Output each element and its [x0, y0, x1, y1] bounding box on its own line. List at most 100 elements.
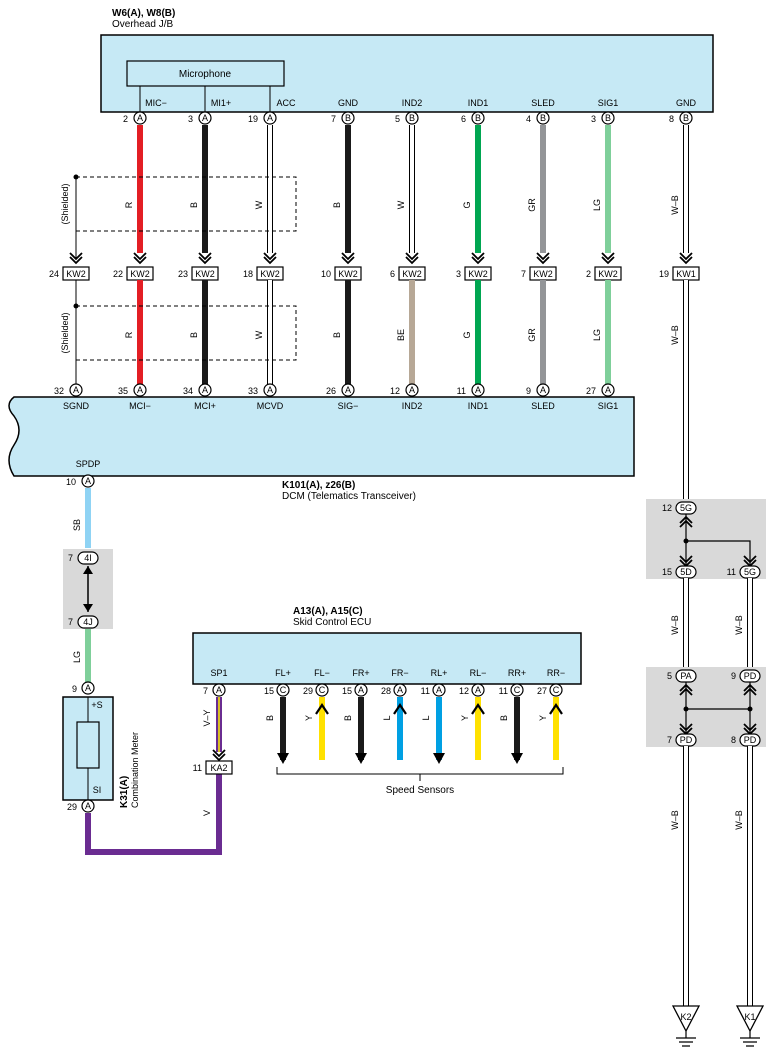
dcm-box: [8, 396, 635, 477]
ojb-pin-num-5: 6: [461, 114, 466, 124]
lower-wire-code-1: B: [189, 332, 199, 338]
skid-pin-num-2: 15: [342, 686, 352, 696]
junction-arrow-1: [133, 252, 147, 265]
junction-arrow-9: [679, 252, 693, 265]
spd-conn-4i: [77, 551, 99, 565]
lower-wire-code-6: GR: [527, 328, 537, 342]
junction-arrow-0: [69, 252, 83, 265]
skid-pin-wire-code-6: B: [499, 715, 509, 721]
ojb-pin-num-4: 5: [395, 114, 400, 124]
skid-pin-label-5: RL−: [470, 668, 487, 678]
ground-splice1-dot: [683, 538, 689, 544]
meter-pin-top-conn-letter: A: [85, 683, 91, 693]
dcm-pin-conn-6: [471, 383, 485, 397]
ground-splice1-right-text: 5G: [744, 567, 756, 577]
ojb-pin-label-0: MIC−: [145, 98, 167, 108]
skid-ecu-id: A13(A), A15(C): [293, 606, 363, 617]
ojb-pin-num-2: 19: [248, 114, 258, 124]
ojb-pin-conn-6: [536, 111, 550, 125]
skid-pin-arrow-3: [393, 703, 407, 715]
junction-conn-num-7: 7: [521, 269, 526, 279]
spd-conn-4j: [77, 615, 99, 629]
junction-conn-name-6: KW2: [468, 269, 488, 279]
junction-conn-num-3: 18: [243, 269, 253, 279]
dcm-pin-label-6: IND1: [468, 401, 489, 411]
ojb-pin-num-7: 3: [591, 114, 596, 124]
dcm-spdp-label: SPDP: [76, 459, 101, 469]
lower-wire-code-5: G: [462, 331, 472, 338]
skid-pin-conn-7-letter: C: [553, 685, 560, 695]
ground-splice2-tl-num: 5: [667, 671, 672, 681]
lower-wire-code-0: R: [124, 331, 134, 338]
dcm-pin-num-8: 27: [586, 386, 596, 396]
junction-conn-num-5: 6: [390, 269, 395, 279]
ground-splice2-tr-text: PD: [744, 671, 757, 681]
dcm-pin-label-3: MCVD: [257, 401, 284, 411]
skid-pin-conn-3-letter: A: [397, 685, 403, 695]
dcm-pin-label-8: SIG1: [598, 401, 619, 411]
skid-pin-conn-3: [393, 683, 407, 697]
junction-conn-name-3: KW2: [260, 269, 280, 279]
junction-conn-name-5: KW2: [402, 269, 422, 279]
ground-wire-mid-right-code: W–B: [734, 615, 744, 635]
skid-pin-conn-2-letter: A: [358, 685, 364, 695]
lower-wire-code-2: W: [254, 330, 264, 339]
skid-pin-arrow-7: [549, 703, 563, 715]
skid-pin-num-4: 11: [421, 686, 430, 696]
skid-pin-conn-7: [549, 683, 563, 697]
junction-arrow-8: [601, 252, 615, 265]
dcm-pin-label-2: MCI+: [194, 401, 216, 411]
dcm-pin-num-5: 12: [390, 386, 400, 396]
junction-conn-name-7: KW2: [533, 269, 553, 279]
ojb-pin-conn-5: [471, 111, 485, 125]
junction-arrow-4: [341, 252, 355, 265]
dcm-pin-conn-3: [263, 383, 277, 397]
skid-pin-conn-6-letter: C: [514, 685, 521, 695]
skid-pin-arrow-6: [511, 753, 523, 764]
dcm-pin-label-4: SIG−: [338, 401, 359, 411]
ojb-pin-label-3: GND: [338, 98, 359, 108]
earth-icon-1: [740, 1031, 760, 1047]
dcm-pin-num-3: 33: [248, 386, 258, 396]
ojb-pin-label-7: SIG1: [598, 98, 619, 108]
spd-conn-4j-text: 4J: [83, 617, 93, 627]
dcm-id: K101(A), z26(B): [282, 480, 355, 491]
dcm-pin-label-0: SGND: [63, 401, 90, 411]
upper-wire-code-8: W–B: [670, 195, 680, 215]
skid-pin-label-7: RR−: [547, 668, 565, 678]
ojb-pin-conn-4-letter: B: [409, 113, 415, 123]
dcm-pin-num-2: 34: [183, 386, 193, 396]
spd-wire-lg-code: LG: [72, 651, 82, 663]
junction-arrow-5: [405, 252, 419, 265]
skid-pin-arrow-2: [355, 753, 367, 764]
ground-wire-low-right-code: W–B: [734, 810, 744, 830]
ground-splice2-dot-left: [683, 706, 689, 712]
ojb-pin-num-1: 3: [188, 114, 193, 124]
skid-pin-num-1: 29: [303, 686, 313, 696]
dcm-pin-label-7: SLED: [531, 401, 555, 411]
speed-sensors-label: Speed Sensors: [386, 785, 454, 796]
skid-sp1-conn-letter: A: [216, 685, 222, 695]
dcm-pin-conn-4: [341, 383, 355, 397]
dcm-pin-label-1: MCI−: [129, 401, 151, 411]
ground-splice1-arrow-up: [679, 515, 693, 528]
junction-arrow-7: [536, 252, 550, 265]
skid-pin-label-0: FL+: [275, 668, 291, 678]
dcm-pin-conn-0: [69, 383, 83, 397]
skid-pin-conn-0-letter: C: [280, 685, 287, 695]
skid-pin-label-1: FL−: [314, 668, 330, 678]
skid-ecu-name: Skid Control ECU: [293, 617, 371, 628]
dcm-pin-conn-5-letter: A: [409, 385, 415, 395]
dcm-name: DCM (Telematics Transceiver): [282, 491, 416, 502]
dcm-pin-conn-8-letter: A: [605, 385, 611, 395]
shielded-label-upper: (Shielded): [60, 183, 70, 224]
skid-pin-conn-4-letter: A: [436, 685, 442, 695]
ojb-pin-conn-5-letter: B: [475, 113, 481, 123]
skid-pin-label-6: RR+: [508, 668, 526, 678]
junction-conn-num-4: 10: [321, 269, 331, 279]
ojb-pin-num-3: 7: [331, 114, 336, 124]
ground-splice1-left-text: 5D: [680, 567, 692, 577]
skid-pin-arrow-5: [471, 703, 485, 715]
